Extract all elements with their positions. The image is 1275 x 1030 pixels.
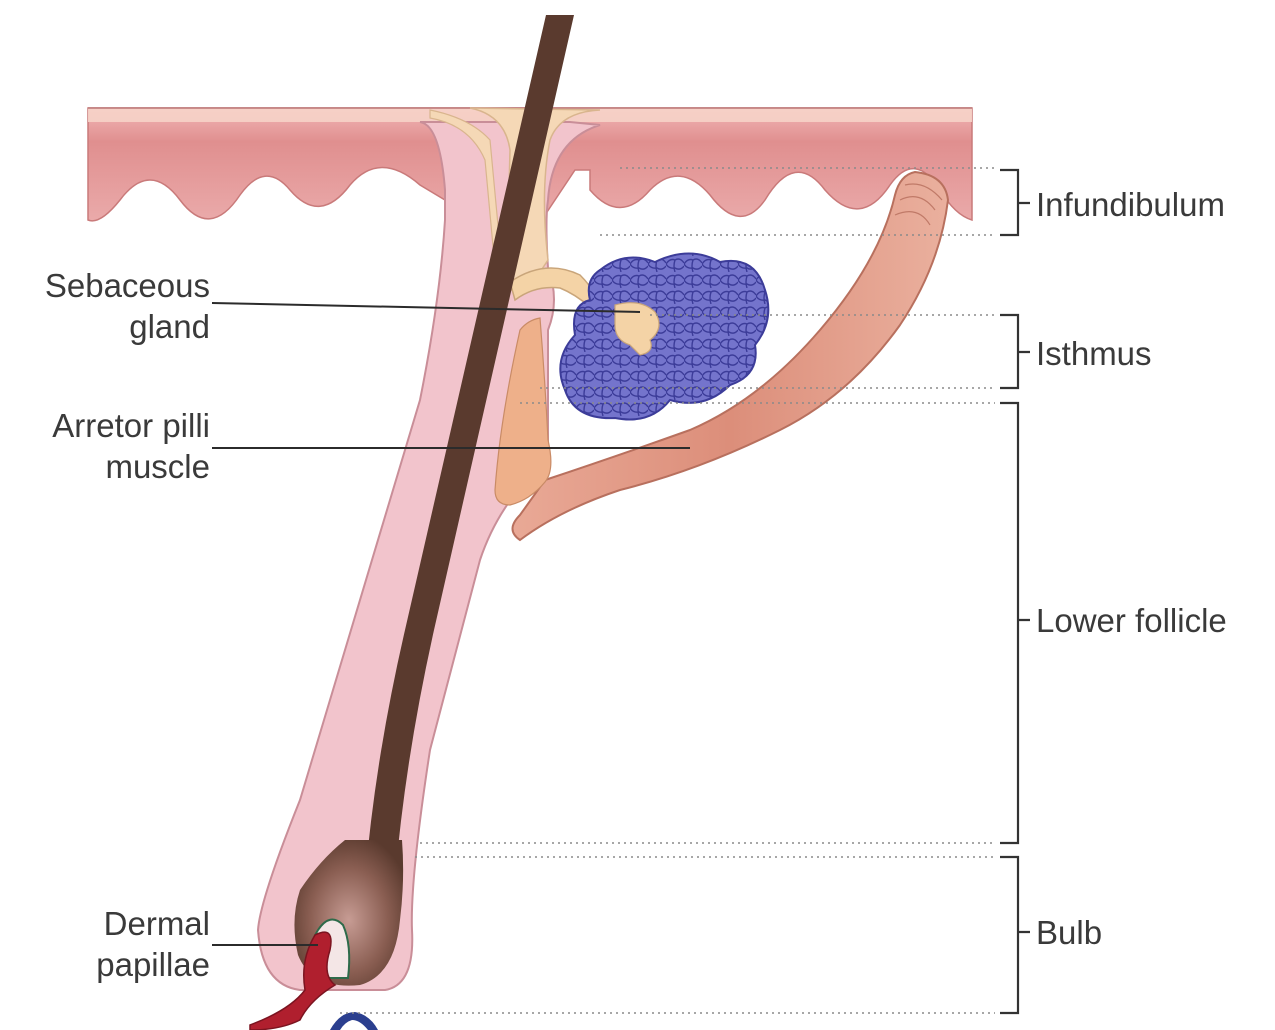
label-dermal-line2: papillae <box>96 946 210 983</box>
bracket-isthmus <box>1000 315 1030 388</box>
label-bulb: Bulb <box>1036 914 1102 951</box>
leader-sebaceous <box>212 303 640 312</box>
label-arrector-line1: Arretor pilli <box>52 407 210 444</box>
sebaceous-gland <box>560 254 768 420</box>
bracket-lower-follicle <box>1000 403 1030 843</box>
label-sebaceous-line1: Sebaceous <box>45 267 210 304</box>
label-lower-follicle: Lower follicle <box>1036 602 1227 639</box>
label-isthmus: Isthmus <box>1036 335 1152 372</box>
bracket-bulb <box>1000 857 1030 1013</box>
label-sebaceous-line2: gland <box>129 308 210 345</box>
label-infundibulum: Infundibulum <box>1036 186 1225 223</box>
bracket-infundibulum <box>1000 170 1030 235</box>
label-dermal-line1: Dermal <box>104 905 210 942</box>
blood-vessel-blue <box>330 1012 378 1030</box>
label-arrector-line2: muscle <box>105 448 210 485</box>
